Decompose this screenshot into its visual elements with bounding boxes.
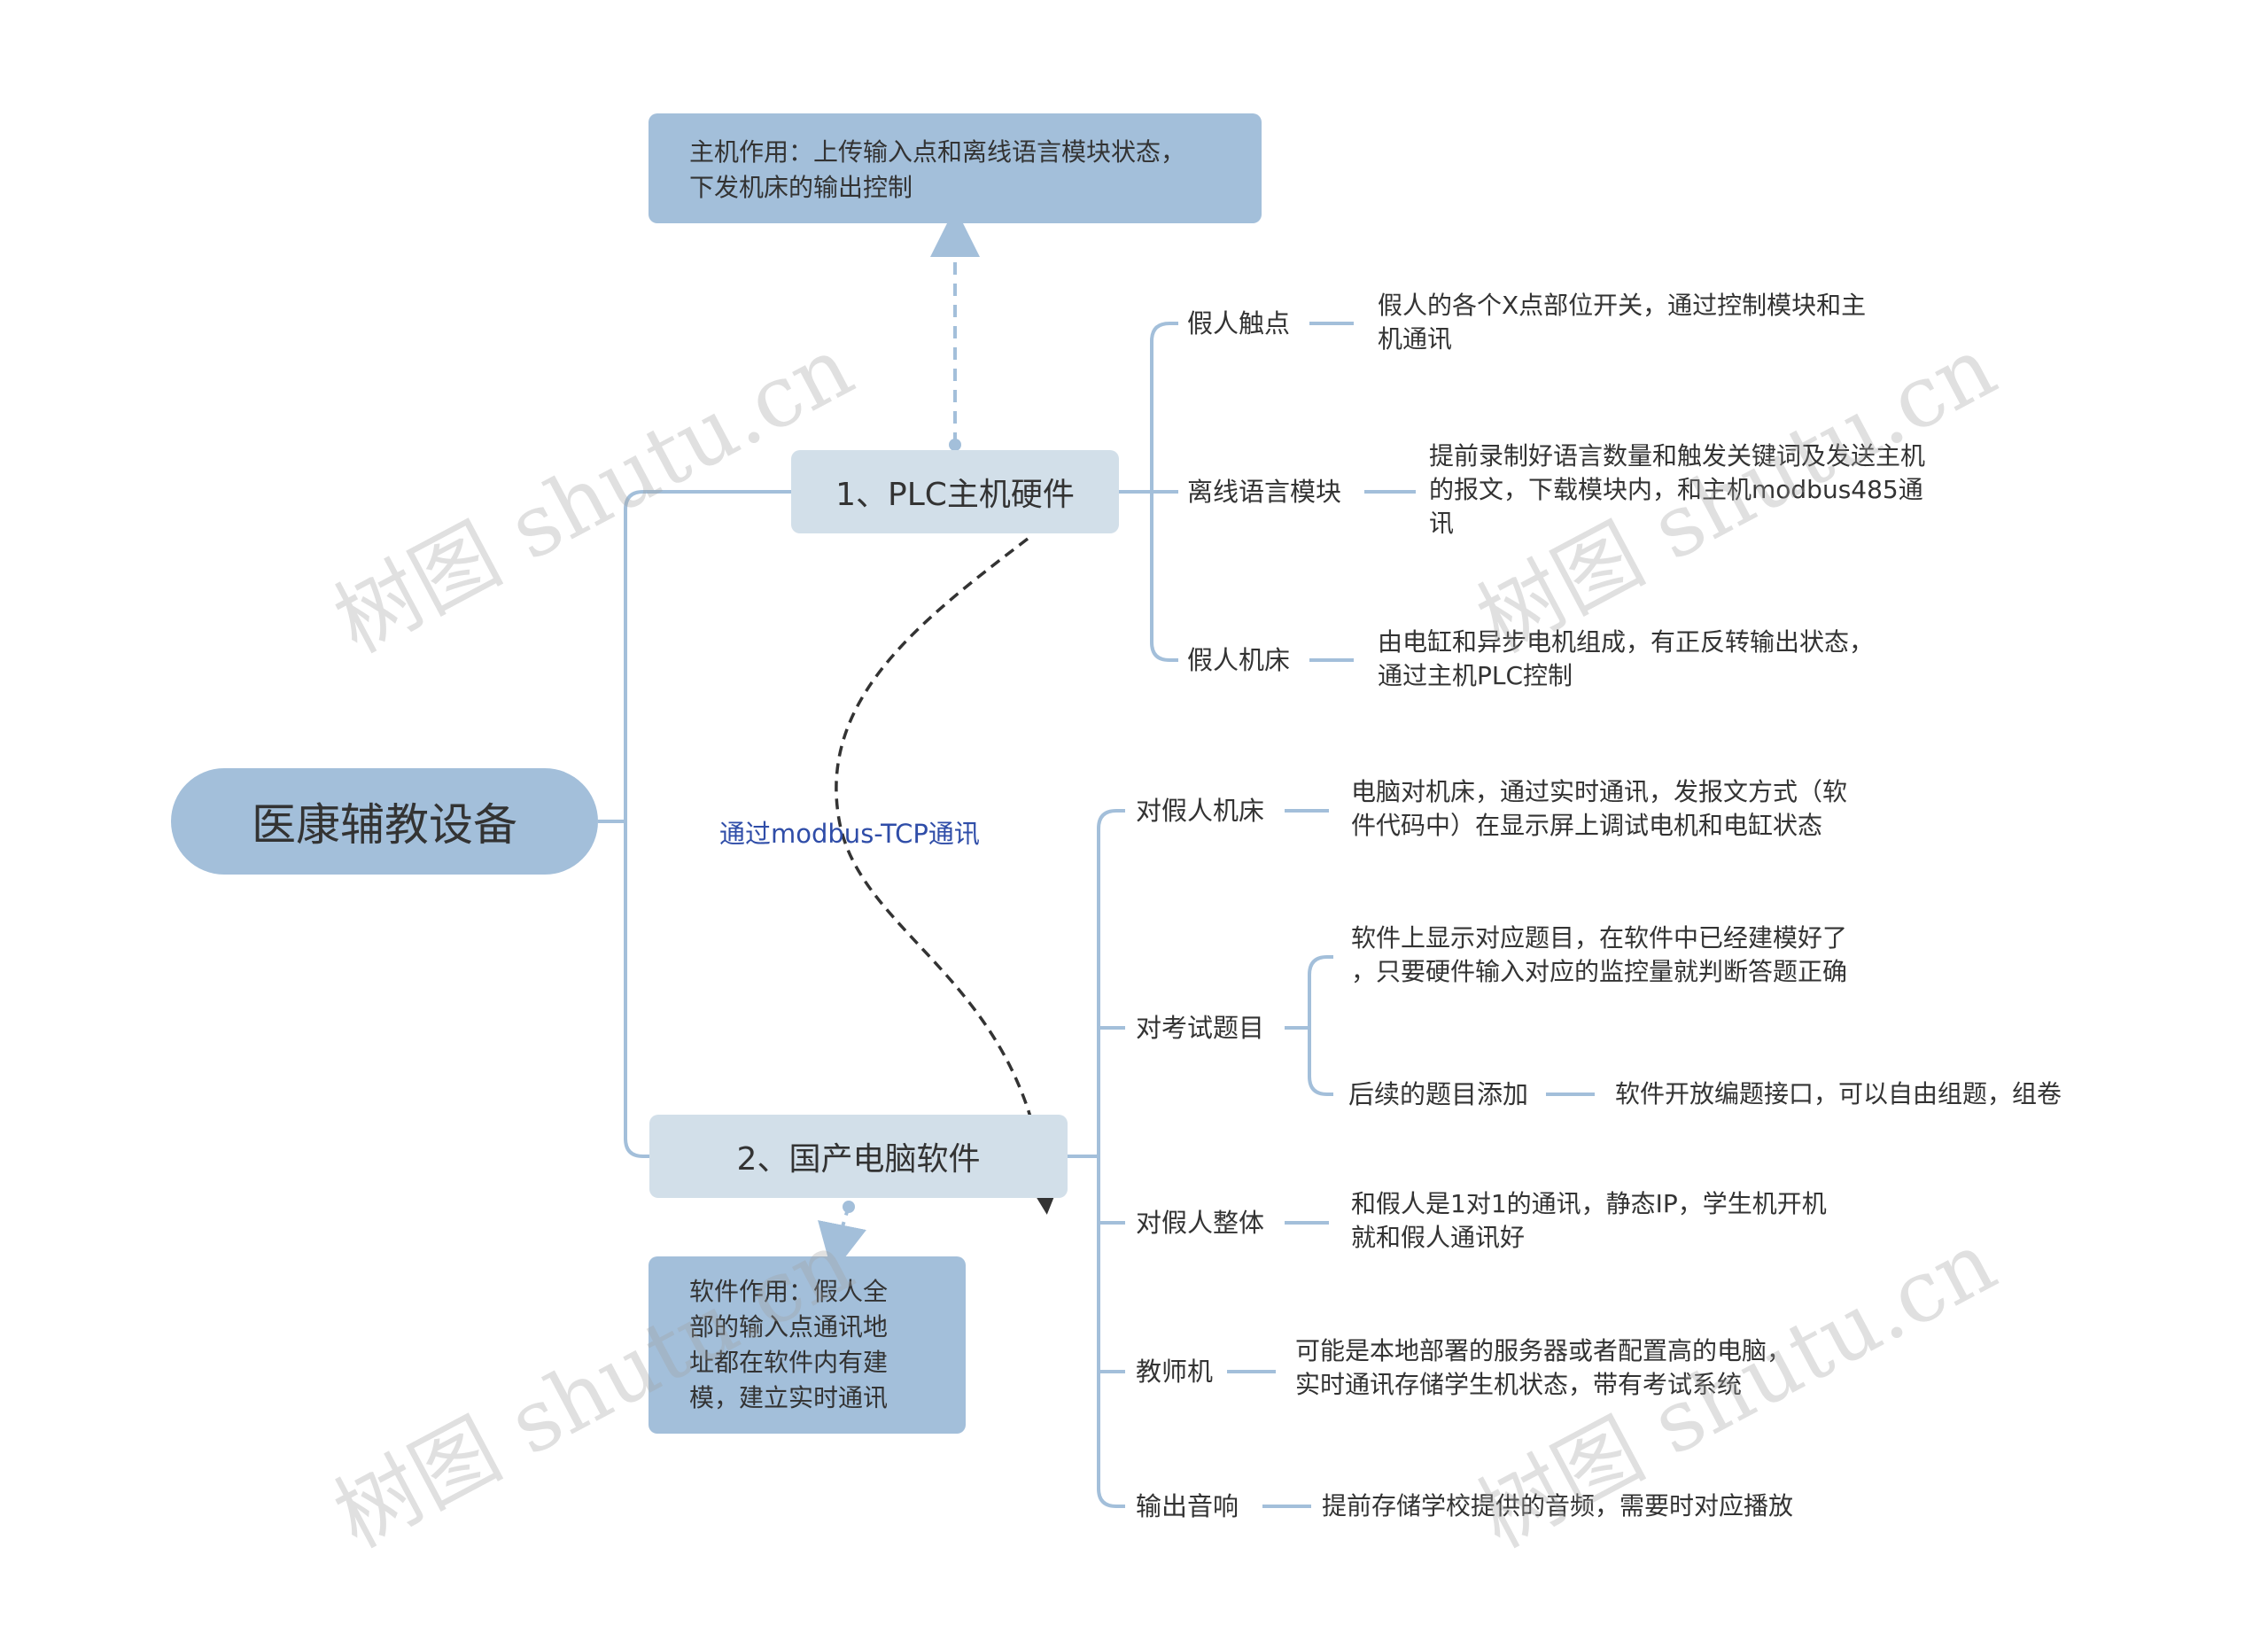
to-dummy-bed-desc: 电脑对机床，通过实时通讯，发报文方式（软 件代码中）在显示屏上调试电机和电缸状态: [1351, 777, 1848, 840]
audio-output-node[interactable]: 输出音响: [1136, 1491, 1239, 1521]
root-spine: [624, 490, 791, 1158]
dummy-overall-node[interactable]: 对假人整体: [1136, 1208, 1265, 1238]
plc-child-links: [1309, 322, 1416, 662]
dummy-bed-node[interactable]: 假人机床: [1187, 645, 1291, 675]
audio-output-desc: 提前存储学校提供的音频，需要时对应播放: [1322, 1491, 1794, 1520]
plc-hardware-node[interactable]: 1、PLC主机硬件: [791, 450, 1119, 533]
dummy-contacts-desc: 假人的各个X点部位开关，通过控制模块和主 机通讯: [1378, 291, 1867, 354]
dummy-bed-desc: 由电缸和异步电机组成，有正反转输出状态， 通过主机PLC控制: [1378, 627, 1875, 690]
teacher-machine-desc: 可能是本地部署的服务器或者配置高的电脑， 实时通讯存储学生机状态，带有考试系统: [1295, 1336, 1792, 1399]
software-callout-dot: [843, 1201, 855, 1213]
software-callout[interactable]: 软件作用：假人全 部的输入点通讯地 址都在软件内有建 模，建立实时通讯: [649, 1256, 966, 1434]
add-questions-desc: 软件开放编题接口，可以自由组题，组卷: [1615, 1079, 2062, 1108]
software-spine: [1068, 809, 1125, 1508]
software-child-links: [1227, 809, 1329, 1508]
root-node[interactable]: 医康辅教设备: [171, 768, 598, 875]
plc-callout-dot: [949, 439, 961, 451]
plc-spine: [1119, 322, 1178, 662]
relation-curve: [835, 537, 1063, 1215]
plc-callout[interactable]: 主机作用：上传输入点和离线语言模块状态， 下发机床的输出控制: [649, 113, 1262, 223]
exam-questions-node[interactable]: 对考试题目: [1136, 1013, 1265, 1043]
root-label: 医康辅教设备: [252, 799, 517, 851]
offline-voice-desc: 提前录制好语言数量和触发关键词及发送主机 的报文，下载模块内，和主机modbus…: [1429, 441, 1926, 538]
exam-sub-links: [1285, 955, 1595, 1096]
plc-hardware-label: 1、PLC主机硬件: [835, 477, 1075, 513]
exam-questions-desc: 软件上显示对应题目，在软件中已经建模好了 ，只要硬件输入对应的监控量就判断答题正…: [1351, 923, 1848, 986]
software-callout-connector: [818, 1206, 866, 1274]
domestic-software-node[interactable]: 2、国产电脑软件: [649, 1115, 1068, 1198]
dummy-overall-desc: 和假人是1对1的通讯，静态IP，学生机开机 就和假人通讯好: [1351, 1189, 1827, 1252]
teacher-machine-node[interactable]: 教师机: [1136, 1357, 1214, 1387]
relation-label: 通过modbus-TCP通讯: [719, 819, 980, 849]
domestic-software-label: 2、国产电脑软件: [736, 1141, 981, 1178]
offline-voice-node[interactable]: 离线语言模块: [1187, 477, 1342, 507]
add-questions-node[interactable]: 后续的题目添加: [1348, 1079, 1529, 1109]
to-dummy-bed-node[interactable]: 对假人机床: [1136, 796, 1265, 826]
dummy-contacts-node[interactable]: 假人触点: [1187, 308, 1291, 338]
